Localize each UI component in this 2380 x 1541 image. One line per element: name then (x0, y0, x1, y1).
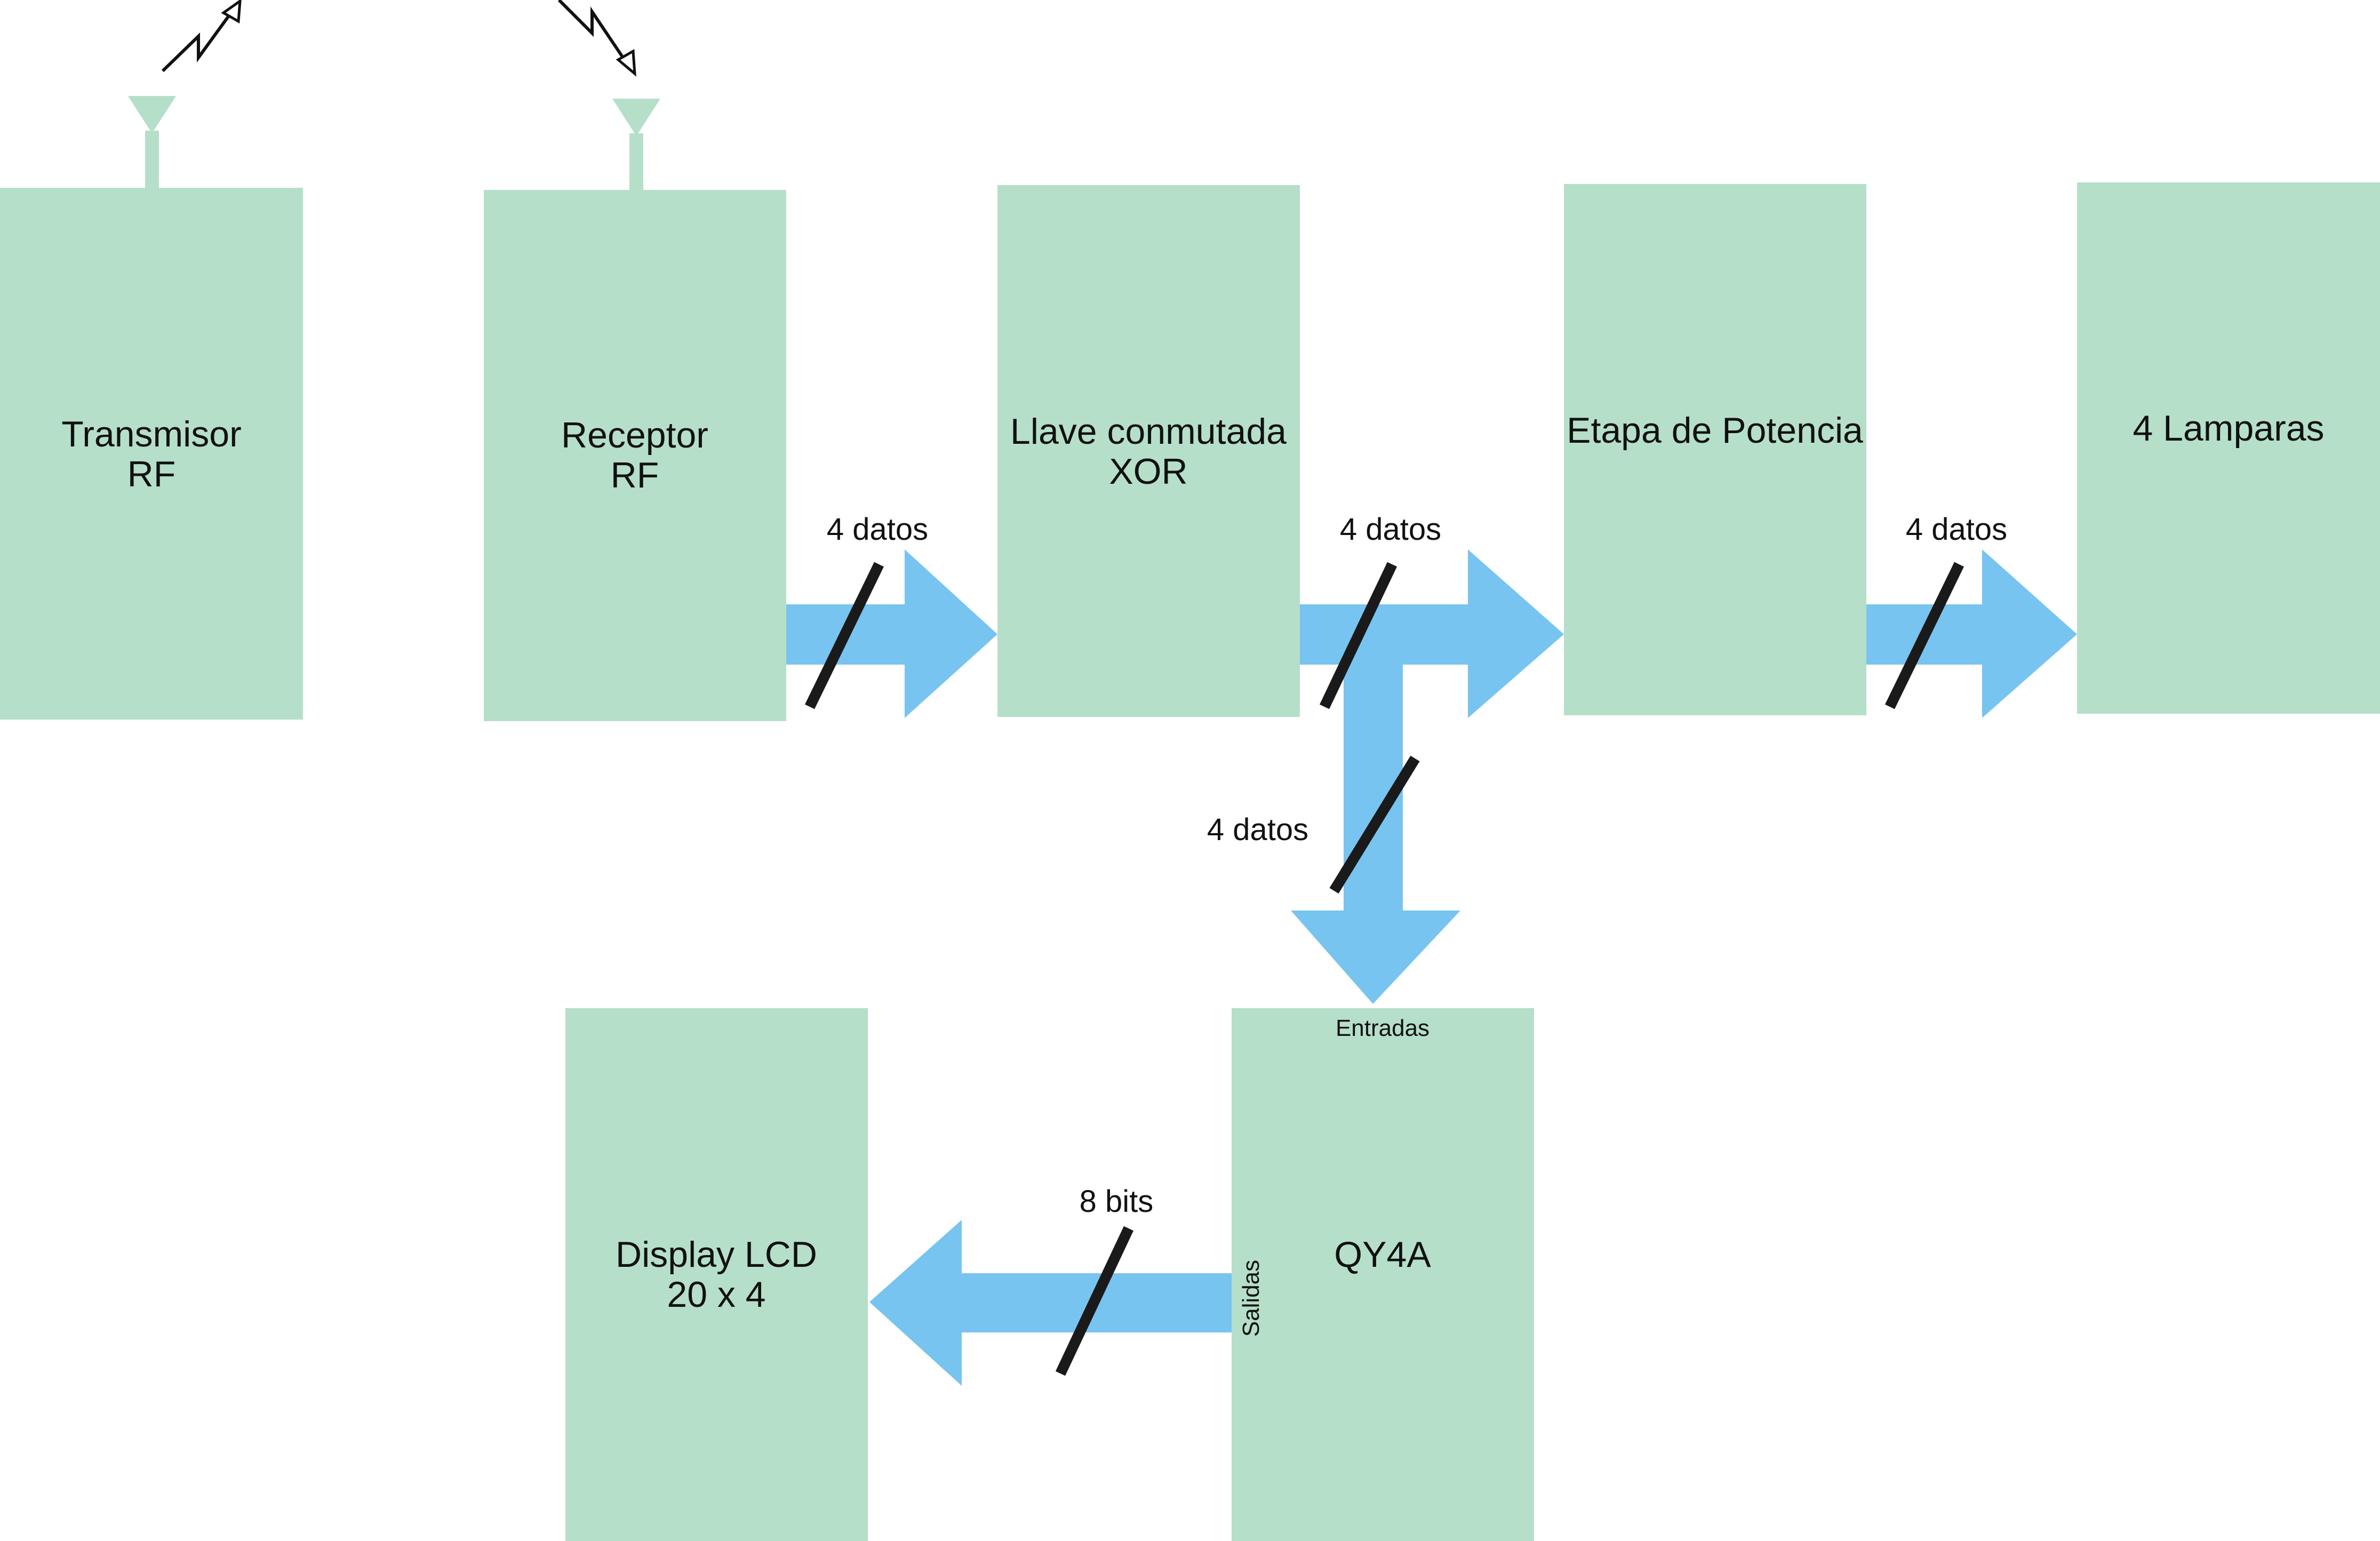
bus-label-llave-qy4a: 4 datos (1207, 812, 1308, 847)
bus-arrow-receptor-llave (786, 549, 997, 718)
qy4a-block (1232, 1008, 1534, 1541)
transmisor-label-line1: Transmisor (61, 414, 242, 454)
qy4a-port-salidas: Salidas (1238, 1260, 1264, 1337)
bus-slash-llave-etapa (1319, 562, 1397, 709)
display-label-line1: Display LCD (616, 1234, 817, 1275)
qy4a-label: QY4A (1334, 1234, 1431, 1275)
bus-slash-llave-qy4a (1329, 755, 1420, 894)
bus-arrow-llave-etapa-qy4a (1291, 549, 1564, 1004)
rx-lightning-bolt-icon (557, 0, 636, 77)
llave-block (997, 185, 1300, 717)
bus-label-receptor-llave: 4 datos (827, 512, 928, 547)
bus-slash-qy4a-display (1055, 1226, 1134, 1376)
transmisor-block (0, 188, 303, 720)
bus-label-qy4a-display: 8 bits (1080, 1184, 1154, 1219)
bus-arrow-etapa-lamparas (1866, 549, 2077, 718)
bus-slash-receptor-llave (805, 562, 884, 709)
transmisor-label-line2: RF (127, 454, 176, 494)
etapa-label: Etapa de Potencia (1567, 410, 1863, 451)
bus-arrow-qy4a-display (869, 1220, 1232, 1386)
lamparas-label: 4 Lamparas (2133, 408, 2324, 449)
receiver-antenna-icon (612, 99, 660, 192)
receptor-label-line2: RF (611, 455, 659, 496)
tx-lightning-bolt-icon (161, 0, 242, 73)
display-label-line2: 20 x 4 (667, 1274, 765, 1315)
etapa-block (1564, 184, 1866, 715)
receptor-label-line1: Receptor (561, 415, 708, 456)
llave-label-line1: Llave conmutada (1010, 411, 1287, 452)
llave-label-line2: XOR (1109, 451, 1187, 492)
transmitter-antenna-icon (128, 96, 176, 189)
qy4a-port-entradas: Entradas (1336, 1015, 1429, 1041)
display-block (565, 1008, 868, 1541)
bus-label-llave-etapa: 4 datos (1340, 512, 1441, 547)
receptor-block (484, 190, 786, 721)
bus-slash-etapa-lamparas (1885, 562, 1964, 709)
lamparas-block (2077, 182, 2380, 714)
bus-label-etapa-lamparas: 4 datos (1906, 512, 2007, 547)
